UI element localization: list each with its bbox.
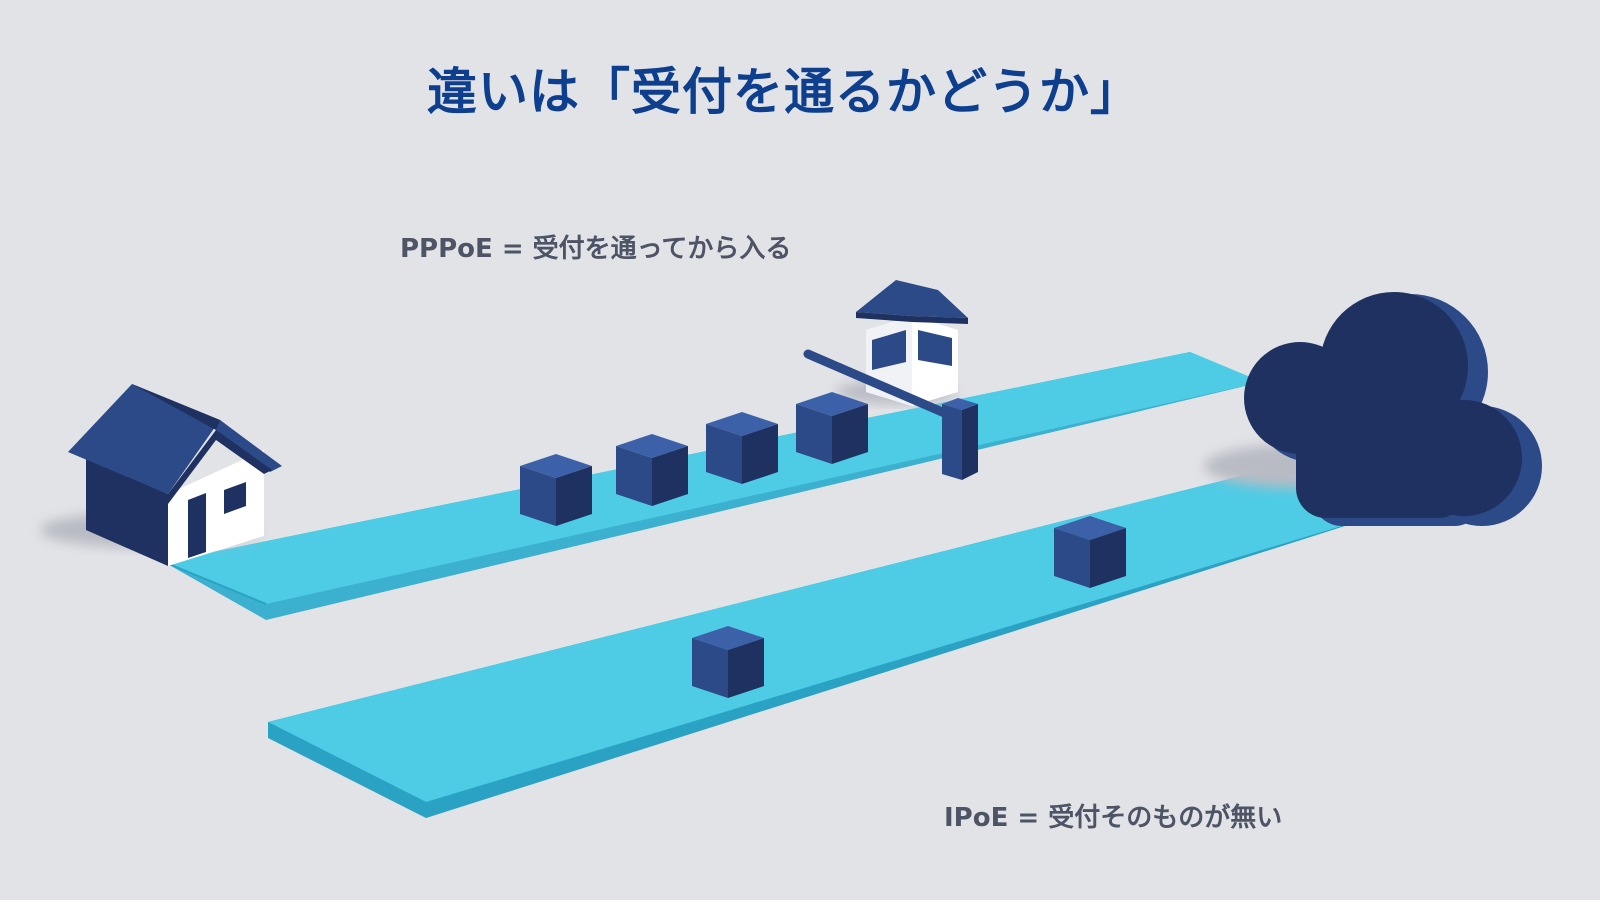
cloud-icon (1204, 292, 1542, 526)
pppoe-packet-1 (520, 454, 592, 526)
slide-title: 違いは「受付を通るかどうか」 (427, 63, 1141, 121)
pppoe-packet-3 (706, 412, 778, 484)
pppoe-packet-2 (616, 434, 688, 506)
gate-barrier-icon (803, 349, 978, 480)
ipoe-packet-2 (692, 626, 764, 698)
pppoe-label: PPPoE = 受付を通ってから入る (400, 234, 792, 264)
ipoe-packet-1 (1054, 516, 1126, 588)
pppoe-road (163, 352, 1262, 620)
packet-icon (520, 392, 1126, 698)
pppoe-packet-4 (796, 392, 868, 464)
guard-booth-icon (836, 280, 968, 406)
house-icon (40, 384, 282, 566)
ipoe-label: IPoE = 受付そのものが無い (944, 803, 1283, 833)
